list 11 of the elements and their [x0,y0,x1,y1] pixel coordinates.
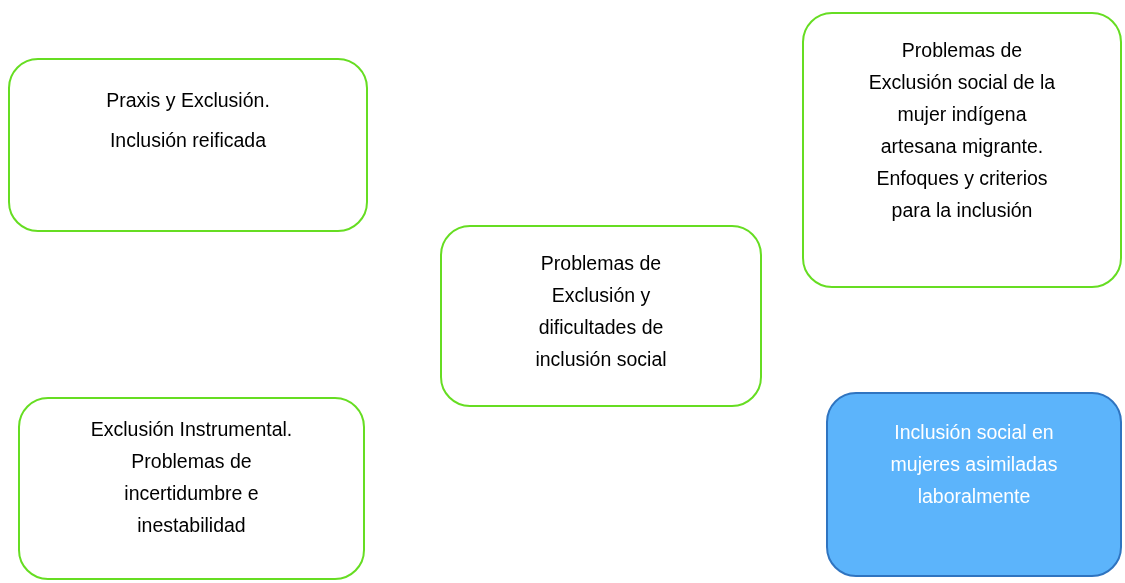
box-text: Problemas de Exclusión social de la mujer indígena artesana migrante. Enfoques y criterios para la inclusión [867,38,1057,223]
box-text: Problemas de Exclusión y dificultades de inclusión social [534,251,668,372]
box-text: Exclusión Instrumental. Problemas de incertidumbre e inestabilidad [89,417,294,538]
rounded-box [826,392,1122,577]
rounded-box [8,58,368,232]
box-text: Praxis y Exclusión. [106,88,270,113]
rounded-box [440,225,762,407]
box-text: Inclusión reificada [109,128,267,153]
box-text: Inclusión social en mujeres asimiladas laboralmente [889,420,1059,509]
rounded-box [802,12,1122,288]
rounded-box [18,397,365,580]
